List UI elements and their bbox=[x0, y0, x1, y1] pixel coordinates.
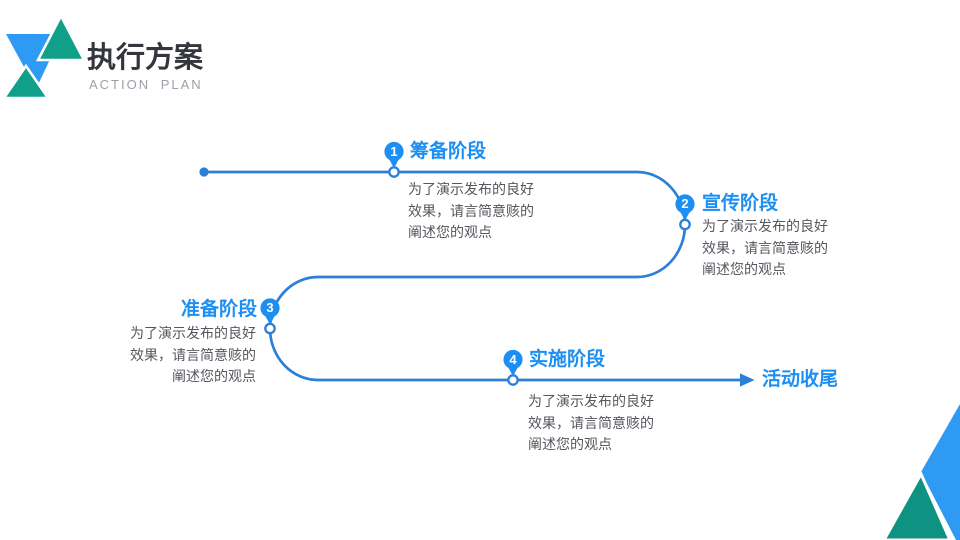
desc-line: 效果，请言简意赅的 bbox=[528, 414, 654, 431]
desc-line: 效果，请言简意赅的 bbox=[702, 239, 828, 256]
stage-3-title: 准备阶段 bbox=[180, 299, 257, 320]
node-4-circle-icon bbox=[507, 374, 519, 386]
stage-2-title: 宣传阶段 bbox=[702, 193, 779, 214]
desc-line: 为了演示发布的良好 bbox=[130, 325, 256, 341]
arrow-icon bbox=[740, 373, 755, 387]
desc-line: 效果，请言简意赅的 bbox=[408, 202, 534, 219]
desc-line: 为了演示发布的良好 bbox=[702, 218, 828, 234]
desc-line: 为了演示发布的良好 bbox=[408, 181, 534, 197]
desc-line: 阐述您的观点 bbox=[528, 436, 612, 452]
desc-line: 阐述您的观点 bbox=[408, 224, 492, 240]
pin-2-icon bbox=[675, 194, 695, 221]
logo-triangles-icon bbox=[4, 13, 86, 99]
stage-1-description: 为了演示发布的良好 效果，请言简意赅的 阐述您的观点 bbox=[408, 179, 534, 244]
pin-number: 3 bbox=[266, 300, 274, 315]
desc-line: 为了演示发布的良好 bbox=[528, 393, 654, 409]
pin-3-icon bbox=[260, 298, 280, 325]
page-title: 执行方案 bbox=[87, 42, 204, 74]
stage-2-description: 为了演示发布的良好 效果，请言简意赅的 阐述您的观点 bbox=[702, 216, 828, 281]
node-2-circle-icon bbox=[679, 218, 691, 231]
pin-number: 4 bbox=[509, 351, 517, 367]
stage-4-title: 实施阶段 bbox=[529, 349, 606, 370]
desc-line: 阐述您的观点 bbox=[702, 261, 786, 277]
corner-decoration-icon bbox=[882, 404, 960, 540]
page-subtitle: ACTION PLAN bbox=[89, 77, 203, 92]
stage-4-description: 为了演示发布的良好 效果，请言简意赅的 阐述您的观点 bbox=[528, 391, 654, 456]
flow-path bbox=[204, 170, 740, 382]
node-1-circle-icon bbox=[388, 166, 400, 178]
node-3-circle-icon bbox=[264, 322, 276, 335]
pin-number: 1 bbox=[390, 143, 398, 159]
end-label: 活动收尾 bbox=[762, 369, 839, 390]
start-dot-icon bbox=[199, 167, 209, 177]
pin-4-icon bbox=[503, 349, 523, 377]
desc-line: 阐述您的观点 bbox=[172, 368, 256, 384]
desc-line: 效果，请言简意赅的 bbox=[130, 346, 256, 363]
stage-3-description: 为了演示发布的良好 效果，请言简意赅的 阐述您的观点 bbox=[130, 323, 256, 388]
pin-number: 2 bbox=[681, 196, 689, 211]
stage-1-title: 筹备阶段 bbox=[410, 141, 487, 162]
pin-1-icon bbox=[384, 141, 404, 169]
